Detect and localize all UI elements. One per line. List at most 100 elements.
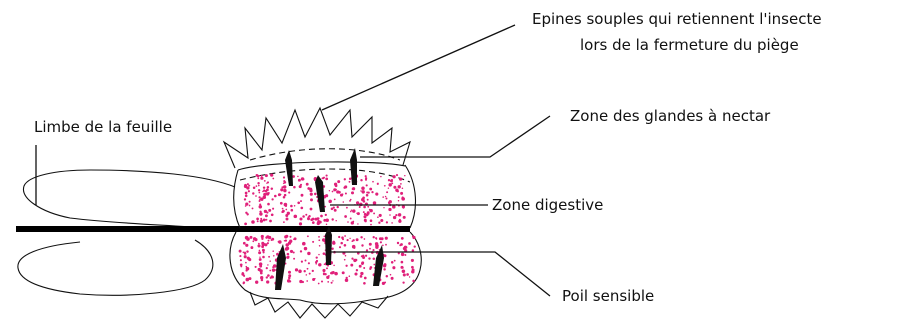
digestive-dot xyxy=(310,198,313,201)
digestive-dot xyxy=(403,216,406,219)
digestive-dot xyxy=(409,276,410,277)
digestive-dot xyxy=(344,178,346,180)
digestive-dot xyxy=(297,201,300,204)
digestive-dot xyxy=(344,215,347,218)
digestive-dot xyxy=(268,209,271,212)
digestive-dot xyxy=(342,193,344,195)
digestive-dot xyxy=(359,206,361,208)
digestive-dot xyxy=(321,280,323,282)
digestive-dot xyxy=(364,277,367,280)
digestive-dot xyxy=(364,219,367,222)
digestive-dot xyxy=(307,235,309,237)
digestive-dot xyxy=(385,196,387,198)
digestive-dot xyxy=(326,276,329,279)
digestive-dot xyxy=(401,261,404,264)
digestive-dot xyxy=(302,215,305,218)
digestive-dot xyxy=(266,188,269,191)
digestive-dot xyxy=(289,236,291,238)
digestive-dot xyxy=(245,192,248,195)
digestive-dot xyxy=(400,192,403,195)
digestive-dot xyxy=(285,209,287,211)
digestive-dot xyxy=(255,281,258,284)
digestive-dot xyxy=(301,194,304,197)
digestive-dot xyxy=(389,200,392,203)
digestive-dot xyxy=(390,179,393,182)
digestive-dot xyxy=(266,276,268,278)
digestive-dot xyxy=(318,283,320,285)
digestive-dot xyxy=(258,196,260,198)
digestive-dot xyxy=(373,258,376,261)
digestive-dot xyxy=(339,246,341,248)
pointer-lines xyxy=(36,25,550,296)
digestive-dot xyxy=(404,175,405,176)
digestive-dot xyxy=(401,253,404,256)
digestive-dot xyxy=(382,245,384,247)
digestive-dot xyxy=(344,259,346,261)
digestive-dot xyxy=(263,251,265,253)
digestive-dot xyxy=(314,193,317,196)
digestive-dot xyxy=(362,255,364,257)
digestive-dot xyxy=(375,246,378,249)
digestive-dot xyxy=(280,189,282,191)
digestive-dot xyxy=(240,259,242,261)
digestive-dot xyxy=(366,194,369,197)
digestive-dot xyxy=(245,269,247,271)
digestive-dot xyxy=(384,283,385,284)
label-sensitive-hair: Poil sensible xyxy=(562,287,654,305)
digestive-dot xyxy=(306,274,308,276)
digestive-dot xyxy=(352,239,354,241)
digestive-dot xyxy=(361,262,364,265)
digestive-dot xyxy=(392,205,396,209)
digestive-dot xyxy=(395,189,398,192)
digestive-dot xyxy=(259,205,263,209)
digestive-dot xyxy=(350,264,353,267)
digestive-dot xyxy=(243,281,245,283)
digestive-dot xyxy=(272,268,275,271)
digestive-dot xyxy=(380,241,382,243)
digestive-dot xyxy=(293,186,296,189)
digestive-dot xyxy=(285,214,288,217)
digestive-dot xyxy=(290,205,293,208)
digestive-dot xyxy=(364,238,366,240)
digestive-dot xyxy=(344,235,346,237)
digestive-dot xyxy=(361,198,365,202)
digestive-dot xyxy=(398,196,400,198)
digestive-dot xyxy=(256,185,258,187)
digestive-dot xyxy=(253,187,256,190)
digestive-dot xyxy=(302,242,306,246)
digestive-dot xyxy=(356,201,359,204)
digestive-dot xyxy=(337,180,340,183)
digestive-dot xyxy=(402,187,404,189)
digestive-dot xyxy=(363,267,365,269)
digestive-dot xyxy=(325,214,327,216)
digestive-dot xyxy=(293,258,295,260)
digestive-dot xyxy=(309,189,312,192)
digestive-dot xyxy=(326,175,328,177)
digestive-dot xyxy=(259,258,262,261)
digestive-dot xyxy=(385,244,387,246)
digestive-dot xyxy=(244,198,246,200)
digestive-dot xyxy=(356,269,358,271)
digestive-dot xyxy=(384,185,386,187)
digestive-dot xyxy=(263,193,266,196)
digestive-dot xyxy=(347,239,349,241)
digestive-dot xyxy=(299,222,302,225)
label-spines-line2: lors de la fermeture du piège xyxy=(580,36,799,54)
digestive-dot xyxy=(412,235,414,237)
digestive-dot xyxy=(365,179,367,181)
digestive-dot xyxy=(244,252,247,255)
digestive-dot xyxy=(271,198,273,200)
digestive-dot xyxy=(375,242,378,245)
digestive-dot xyxy=(268,256,270,258)
digestive-dot xyxy=(393,216,396,219)
digestive-dot xyxy=(360,179,362,181)
digestive-dot xyxy=(258,185,260,187)
digestive-dot xyxy=(375,193,378,196)
digestive-dot xyxy=(286,218,289,221)
digestive-dot xyxy=(285,235,288,238)
digestive-dot xyxy=(300,200,302,202)
digestive-dot xyxy=(338,236,340,238)
digestive-dot xyxy=(403,273,406,276)
digestive-dot xyxy=(383,207,384,208)
digestive-dot xyxy=(244,223,247,226)
